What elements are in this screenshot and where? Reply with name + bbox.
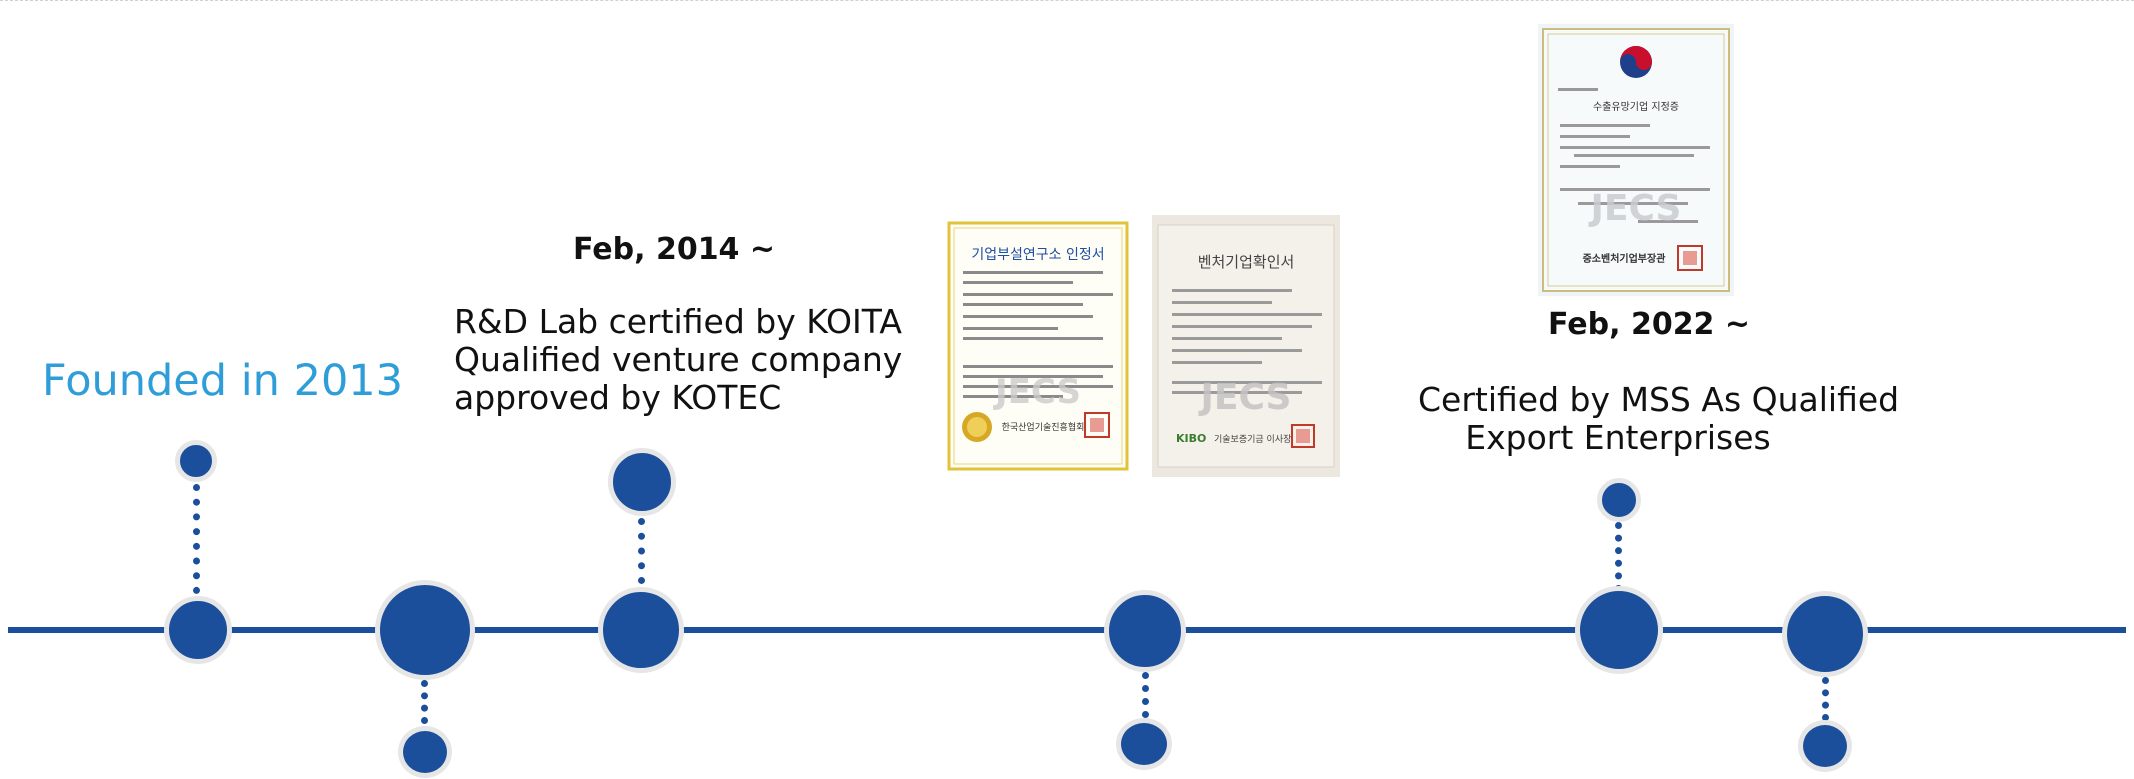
founded-label: Founded in 2013 — [42, 356, 404, 406]
milestone-2014-date: Feb, 2014 ~ — [573, 232, 776, 267]
timeline-connector — [421, 680, 428, 724]
milestone-2014-line: R&D Lab certified by KOITA — [454, 302, 902, 341]
timeline-node — [164, 596, 232, 664]
milestone-2022-line: Export Enterprises — [1465, 418, 1771, 457]
timeline-upper-dot — [608, 448, 676, 516]
timeline-connector — [1615, 522, 1622, 592]
timeline-lower-dot — [1798, 720, 1852, 772]
timeline-connector — [638, 518, 645, 584]
timeline-connector — [193, 484, 200, 594]
koita-certificate-watermark: JECS — [993, 372, 1081, 412]
timeline-upper-dot — [175, 440, 217, 482]
mss-certificate-image: 수출유망기업 지정증 JECS 중소벤처기업부장관 — [1538, 24, 1734, 296]
timeline-lower-dot — [1116, 718, 1172, 770]
koita-certificate-image: 기업부설연구소 인정서 JECS 한국산업기술진흥협회 — [945, 215, 1131, 477]
koita-certificate-title: 기업부설연구소 인정서 — [971, 247, 1104, 263]
milestone-2022-description: Certified by MSS As Qualified Export Ent… — [1418, 380, 1900, 457]
milestone-2014-description: R&D Lab certified by KOITA Qualified ven… — [454, 303, 902, 417]
mss-certificate-watermark: JECS — [1587, 188, 1681, 229]
timeline-upper-dot — [1597, 478, 1641, 522]
timeline-node — [1782, 591, 1868, 677]
milestone-2014-line: approved by KOTEC — [454, 378, 782, 417]
kotec-certificate-image: 벤처기업확인서 JECS KIBO 기술보증기금 이사장 — [1152, 215, 1340, 477]
milestone-2014-line: Qualified venture company — [454, 340, 903, 379]
kotec-certificate-title: 벤처기업확인서 — [1198, 253, 1295, 271]
koita-certificate-issuer: 한국산업기술진흥협회 — [1002, 421, 1085, 433]
timeline-node — [1575, 586, 1663, 674]
timeline-node — [598, 587, 684, 673]
mss-certificate-title: 수출유망기업 지정증 — [1593, 100, 1679, 113]
timeline-line — [8, 627, 2126, 633]
timeline-connector — [1822, 677, 1829, 721]
top-divider — [0, 0, 2134, 1]
timeline-connector — [1142, 672, 1149, 718]
milestone-2022-line: Certified by MSS As Qualified — [1418, 380, 1900, 419]
timeline-lower-dot — [398, 726, 452, 778]
kotec-certificate-watermark: JECS — [1197, 377, 1291, 418]
milestone-2022-date: Feb, 2022 ~ — [1548, 307, 1751, 342]
kibo-logo: KIBO — [1176, 432, 1206, 445]
timeline-node — [1104, 590, 1186, 672]
timeline-node-large — [375, 580, 475, 680]
mss-certificate-issuer: 중소벤처기업부장관 — [1583, 252, 1667, 265]
kotec-certificate-issuer: 기술보증기금 이사장 — [1214, 434, 1291, 445]
